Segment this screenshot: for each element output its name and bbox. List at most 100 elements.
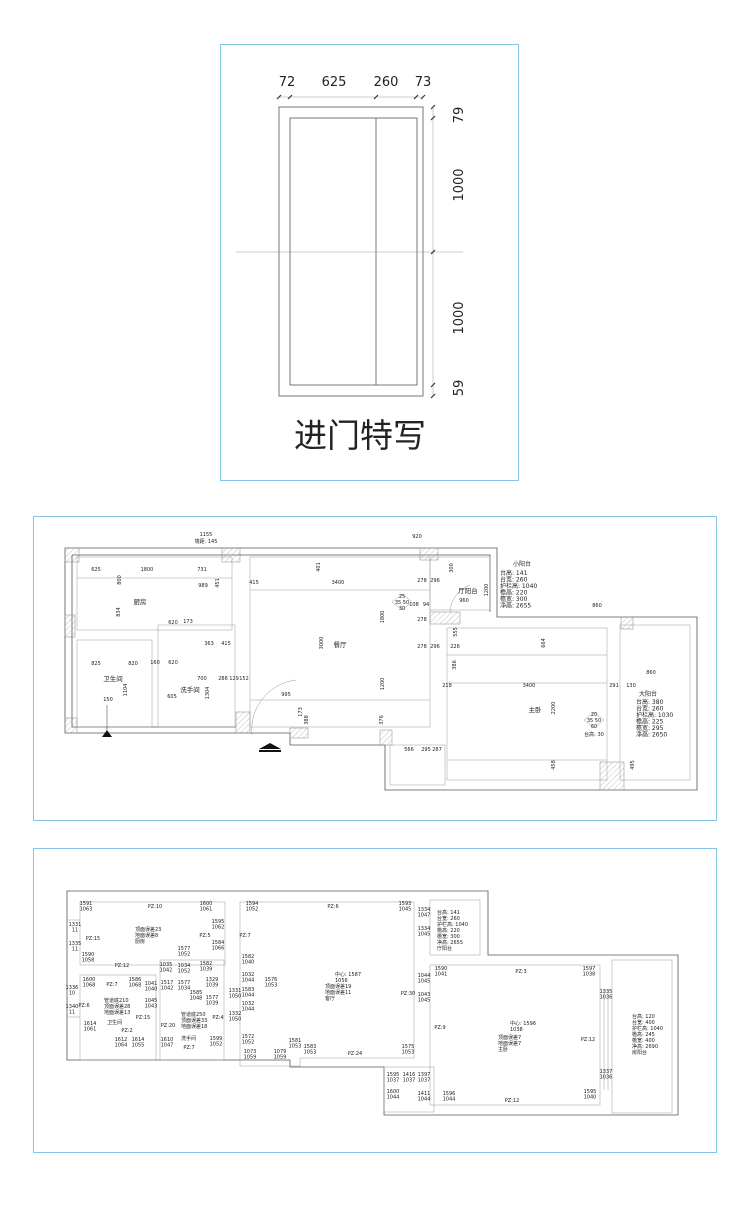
- level-reading: 1595: [387, 1072, 400, 1078]
- dimension-label: 388: [304, 715, 310, 725]
- living-zone: [239, 901, 415, 1067]
- level-reading: 1068: [83, 983, 96, 989]
- level-reading: 1039: [200, 967, 213, 973]
- level-reading: 1335: [69, 941, 82, 947]
- living-diamond: 25 35 50 30: [391, 593, 413, 612]
- ceiling-note: 地面误差8: [135, 932, 158, 939]
- svg-text:台高: 380: 台高: 380: [636, 698, 664, 706]
- dimension-label: 415: [249, 580, 259, 586]
- ceiling-note: 檐高: 220: [437, 927, 460, 934]
- dimension-label: 94: [423, 602, 429, 608]
- side-dim: 79: [452, 107, 467, 124]
- level-reading: 1044: [242, 978, 255, 984]
- pz-label: PZ:12: [115, 963, 130, 969]
- living-balcony-outline: [429, 556, 491, 611]
- level-reading: 1331: [229, 988, 242, 994]
- level-reading: 1337: [600, 1069, 613, 1075]
- level-reading: 1335: [600, 989, 613, 995]
- top-dim: 625: [322, 75, 347, 90]
- level-reading: 1595: [212, 919, 225, 925]
- level-reading: 1037: [418, 1078, 431, 1084]
- dimension-label: 296: [430, 578, 440, 584]
- dimension-label: 495: [630, 760, 636, 770]
- pz-label: PZ:12: [581, 1037, 596, 1043]
- ceiling-note: 檐宽: 300: [437, 933, 460, 940]
- dimension-label: 458: [551, 760, 557, 770]
- pz-label: PZ:7: [183, 1045, 194, 1051]
- dimension-label: 401: [316, 562, 322, 572]
- dimension-label: 130: [626, 683, 636, 689]
- dimension-label: 1200: [484, 584, 490, 597]
- level-reading: 1062: [212, 925, 225, 931]
- level-reading: 1582: [200, 961, 213, 967]
- pz-label: PZ:9: [434, 1025, 445, 1031]
- level-reading: 1073: [244, 1049, 257, 1055]
- pz-label: PZ:12: [505, 1098, 520, 1104]
- level-reading: 1050: [229, 994, 242, 1000]
- closet-outline: [389, 744, 446, 786]
- room-label-living-balcony: 厅阳台: [458, 586, 478, 595]
- level-reading: 1041: [435, 972, 448, 978]
- wall-hatch: [64, 547, 634, 791]
- dimension-label: 3400: [332, 580, 345, 586]
- level-reading: 1416: [403, 1072, 416, 1078]
- room-label-master-bedroom: 主卧: [529, 705, 543, 714]
- pz-label: PZ:6: [327, 904, 338, 910]
- level-reading: 1043: [145, 1004, 158, 1010]
- dimension-label: 150: [103, 697, 113, 703]
- large-balcony-zone: [611, 959, 673, 1114]
- level-reading: 1397: [418, 1072, 431, 1078]
- level-reading: 1586: [129, 977, 142, 983]
- svg-text:30: 30: [399, 606, 405, 612]
- ceiling-note: 地面误差13: [104, 1009, 130, 1016]
- level-reading: 1058: [82, 958, 95, 964]
- level-reading: 1048: [190, 996, 203, 1002]
- ceiling-note: 中心: 1596: [510, 1020, 536, 1027]
- large-balcony-spec: 大阳台 台高: 380 台宽: 260 护栏高: 1030 檐高: 225 檐宽…: [636, 690, 673, 739]
- level-reading: 1593: [399, 901, 412, 907]
- ceiling-note: 台宽: 260: [437, 915, 460, 922]
- level-reading: 1340: [66, 1004, 79, 1010]
- ceiling-note: 房阳台: [632, 1049, 647, 1056]
- ceiling-note: 地面误差11: [325, 989, 351, 996]
- level-reading: 1044: [418, 973, 431, 979]
- level-reading: 1052: [242, 1040, 255, 1046]
- level-reading: 1045: [418, 979, 431, 985]
- svg-text:净高: 2650: 净高: 2650: [636, 731, 667, 739]
- dimension-label: 625: [91, 567, 101, 573]
- level-reading: 1577: [206, 995, 219, 1001]
- wall-note: 墙距: 145: [195, 538, 218, 545]
- level-reading: 1053: [304, 1050, 317, 1056]
- level-reading: 1612: [115, 1037, 128, 1043]
- svg-text:护栏高: 1040: 护栏高: 1040: [500, 582, 537, 590]
- dimension-label: 278: [417, 617, 427, 623]
- level-reading: 1044: [443, 1097, 456, 1103]
- dimension-label: 1155: [200, 532, 213, 538]
- level-reading: 1575: [402, 1044, 415, 1050]
- ceiling-note: 1038: [510, 1027, 523, 1033]
- level-reading: 1597: [583, 966, 596, 972]
- ceiling-note: 厨房: [135, 938, 145, 945]
- level-reading: 1614: [132, 1037, 145, 1043]
- level-reading: 1050: [229, 1017, 242, 1023]
- dimension-label: 108: [409, 602, 419, 608]
- room-label-kitchen: 厨房: [134, 597, 147, 606]
- level-reading: 1032: [242, 1001, 255, 1007]
- outer-wall: [64, 547, 698, 791]
- room-label-bathroom: 卫生间: [103, 674, 123, 683]
- level-reading: 1596: [443, 1091, 456, 1097]
- dimension-label: 820: [128, 661, 138, 667]
- ceiling-note: 台高: 141: [437, 909, 460, 916]
- dimension-label: 296: [430, 644, 440, 650]
- level-reading: 1047: [161, 1043, 174, 1049]
- level-reading: 1052: [210, 1042, 223, 1048]
- ceiling-note: 地面误差18: [181, 1023, 207, 1030]
- dimension-label: 960: [459, 598, 469, 604]
- door-frame-inner: [289, 117, 418, 386]
- washroom-zone: [159, 959, 225, 1061]
- ceiling-note: 顶面误差7: [498, 1034, 521, 1041]
- dimension-label: 160: [150, 660, 160, 666]
- svg-text:檐高: 225: 檐高: 225: [636, 718, 664, 726]
- level-reading: 1042: [160, 968, 173, 974]
